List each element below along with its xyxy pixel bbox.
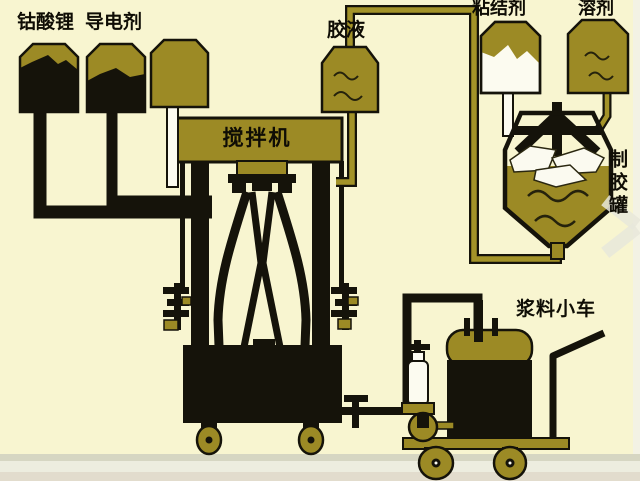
foam-chunk (533, 164, 588, 188)
wave-mark (333, 71, 359, 81)
binder-tank-outline (479, 20, 542, 95)
pump-collar (401, 402, 435, 415)
label-mixer: 搅拌机 (222, 126, 292, 150)
mixer-leg-left (191, 161, 209, 352)
mixer-leg-right (312, 161, 330, 352)
agitator-blade-outer-right (272, 190, 311, 399)
label-solvent: 溶剂 (578, 0, 614, 19)
glue-making-tank-outline (502, 110, 614, 249)
cart-handle (549, 329, 606, 446)
mixer-flange (228, 174, 296, 183)
hopper-third-vessel (149, 38, 210, 109)
hopper-cobalt-material (20, 55, 78, 112)
mixing-tank-lid-bump (253, 339, 275, 347)
wheel-hub-center (434, 461, 438, 465)
cart-fill-pipe-inlet (474, 300, 483, 342)
agitator-blade-outer-left (213, 190, 252, 399)
label-slurry-cart: 浆料小车 (516, 298, 597, 320)
glue-solution-outlet-pipe (336, 110, 355, 185)
clamp-right-bar (331, 310, 357, 317)
mixer-frame-rod-right (339, 161, 344, 288)
glue-making-tank-liquid (507, 166, 609, 244)
mixer-frame-rod-left (180, 161, 185, 288)
clamp-right-foot (337, 318, 352, 330)
clamp-right-pad (347, 296, 359, 306)
agitator-blade-inner-right (259, 191, 285, 353)
clamp-right-stem (342, 283, 349, 330)
mixer-discharge-pipe (342, 407, 408, 415)
clamp-left-foot (163, 319, 179, 331)
clamp-left-stem (174, 283, 181, 330)
wave-mark (588, 71, 614, 81)
floor-edge-line (0, 454, 640, 461)
clamp-left-bar (167, 299, 189, 306)
wave-mark (584, 51, 610, 61)
cart-tank-body (447, 360, 532, 440)
foam-chunk (509, 145, 558, 173)
discharge-valve-stem (352, 395, 359, 428)
floor-lower-strip (0, 472, 640, 481)
wave-mark (534, 214, 576, 228)
mixer-flange-tab (278, 183, 292, 193)
mixer-flange-hub (252, 183, 272, 191)
cart-tank-stub (464, 318, 470, 336)
clamp-left-bar (163, 287, 189, 294)
pump-slot (417, 414, 429, 428)
wave-mark (333, 91, 363, 101)
clamp-left-bar (163, 310, 189, 317)
label-conductive-agent: 导电剂 (85, 11, 143, 33)
clamp-left-pad (181, 296, 192, 306)
floor-strip (0, 461, 640, 472)
wave-mark (527, 189, 589, 203)
hopper-conductive-material (87, 68, 145, 112)
label-glue-solution: 胶液 (327, 19, 366, 41)
cart-platform (402, 437, 570, 450)
pump-valve-handle (405, 344, 430, 350)
mixer-flange-tab (232, 183, 246, 193)
mixer-head (170, 116, 344, 164)
pipe-cobalt-feed (33, 110, 212, 219)
mixer-motor-mount (236, 160, 288, 176)
cart-tank-stub (492, 318, 498, 336)
clamp-right-bar (335, 299, 357, 306)
pipe-conductive-feed (106, 110, 212, 207)
pump-bottle (407, 360, 429, 406)
label-glue-making-tank: 制胶罐 (605, 149, 628, 218)
stirrer-crossbar (513, 126, 601, 135)
stirrer-arm-left (514, 112, 560, 156)
clamp-right-bar (331, 287, 357, 294)
glue-making-tank-outlet (550, 242, 565, 260)
mixing-tank (183, 345, 342, 423)
label-cobalt-oxide: 钴酸锂 (17, 11, 75, 33)
pipe-binder-feed (502, 90, 514, 137)
binder-tank-headspace (481, 22, 540, 64)
pump-outlet-stub (435, 421, 455, 430)
wheel-hub (205, 436, 213, 444)
wheel-hub (307, 436, 315, 444)
stirrer-arm-right (554, 112, 601, 156)
wheel-hub-center (508, 461, 512, 465)
agitator-blade-inner-left (239, 191, 265, 353)
label-binder: 粘结剂 (472, 0, 526, 19)
